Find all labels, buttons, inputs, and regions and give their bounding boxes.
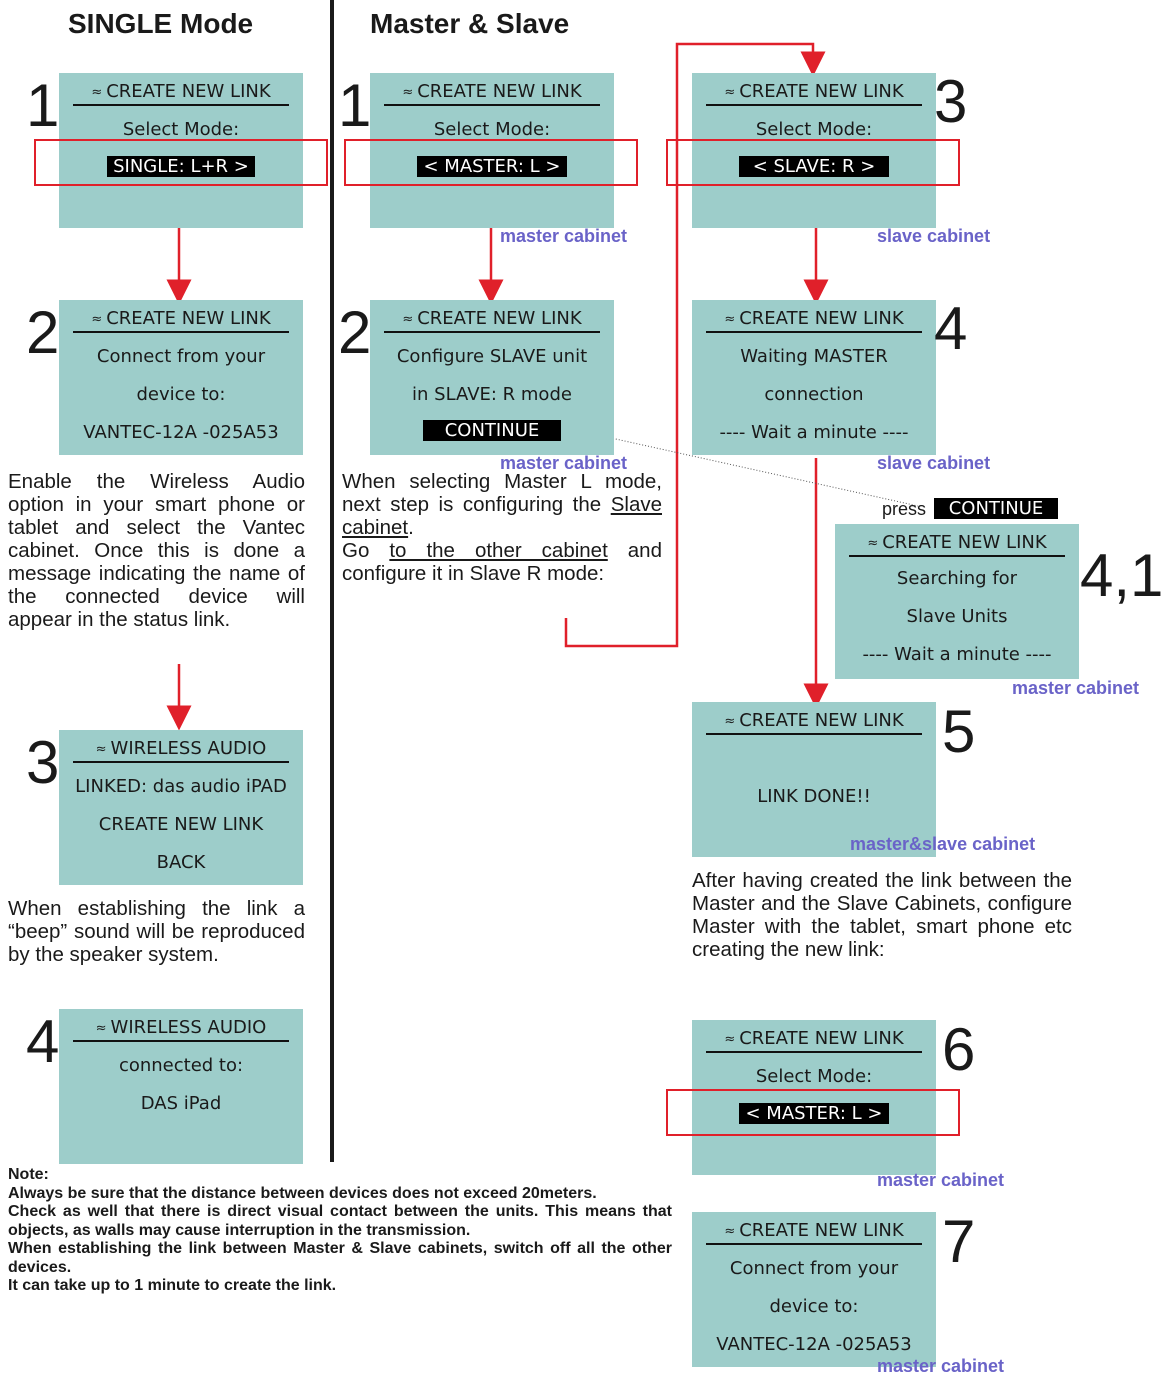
mode-selector[interactable]: SINGLE: L+R > (107, 156, 255, 177)
highlight-box (666, 1089, 960, 1136)
beep-note: When establishing the link a “beep” soun… (8, 897, 305, 966)
wifi-icon: ≈ (91, 85, 103, 100)
screen-slave-4: ≈CREATE NEW LINK Waiting MASTER connecti… (692, 300, 936, 455)
cabinet-label: master cabinet (877, 1356, 1005, 1376)
column-divider (330, 0, 334, 1162)
single-instructions: Enable the Wireless Audio option in your… (8, 470, 305, 631)
step-number: 2 (338, 299, 372, 366)
cabinet-label: master&slave cabinet (850, 834, 1036, 854)
mode-selector[interactable]: < MASTER: L > (739, 1103, 889, 1124)
wifi-icon: ≈ (724, 1224, 736, 1239)
screen-step-6: ≈CREATE NEW LINK Select Mode: < MASTER: … (692, 1020, 936, 1175)
wifi-icon: ≈ (724, 714, 736, 729)
mode-selector[interactable]: < MASTER: L > (417, 156, 567, 177)
step-number: 4 (934, 295, 968, 362)
step-number: 5 (942, 698, 976, 765)
screen-single-2: ≈CREATE NEW LINK Connect from your devic… (59, 300, 303, 455)
wifi-icon: ≈ (724, 312, 736, 327)
note-title: Note: (8, 1166, 49, 1183)
wifi-icon: ≈ (402, 85, 414, 100)
single-mode-heading: SINGLE Mode (68, 8, 254, 39)
cabinet-label: slave cabinet (877, 453, 991, 473)
screen-slave-3: ≈CREATE NEW LINK Select Mode: < SLAVE: R… (692, 73, 936, 228)
step-number: 7 (942, 1208, 976, 1275)
step-number: 3 (26, 729, 60, 796)
note-line: Check as well that there is direct visua… (8, 1203, 672, 1239)
back-option[interactable]: BACK (156, 852, 206, 873)
highlight-box (666, 139, 960, 186)
step-number: 3 (934, 68, 968, 135)
wifi-icon: ≈ (95, 1021, 107, 1036)
cabinet-label: master cabinet (1012, 678, 1140, 698)
master-instructions: When selecting Master L mode, next step … (342, 470, 662, 585)
screen-link-done: ≈CREATE NEW LINK LINK DONE!! (692, 702, 936, 857)
cabinet-label: slave cabinet (877, 226, 991, 246)
master-slave-heading: Master & Slave (370, 8, 570, 39)
mode-selector[interactable]: < SLAVE: R > (738, 156, 890, 177)
wifi-icon: ≈ (724, 1032, 736, 1047)
screen-master-2: ≈CREATE NEW LINK Configure SLAVE unit in… (370, 300, 614, 455)
continue-button[interactable]: CONTINUE (422, 420, 562, 441)
continue-reference: CONTINUE (934, 498, 1058, 519)
create-new-link-option[interactable]: CREATE NEW LINK (98, 814, 264, 835)
highlight-box (344, 139, 638, 186)
press-label: press (882, 499, 927, 519)
step-number: 1 (338, 72, 372, 139)
cabinet-label: master cabinet (500, 453, 628, 473)
screen-single-4: ≈WIRELESS AUDIO connected to: DAS iPad (59, 1009, 303, 1164)
wifi-icon: ≈ (91, 312, 103, 327)
wifi-icon: ≈ (867, 536, 879, 551)
note-section: Note: Always be sure that the distance b… (8, 1166, 672, 1296)
after-link-instructions: After having created the link between th… (692, 869, 1072, 961)
screen-master-1: ≈CREATE NEW LINK Select Mode: < MASTER: … (370, 73, 614, 228)
note-line: Always be sure that the distance between… (8, 1184, 597, 1202)
wifi-icon: ≈ (95, 742, 107, 757)
screen-master-41: ≈CREATE NEW LINK Searching for Slave Uni… (835, 524, 1079, 679)
note-line: When establishing the link between Maste… (8, 1240, 672, 1276)
step-number: 6 (942, 1016, 976, 1083)
screen-single-3: ≈WIRELESS AUDIO LINKED: das audio iPAD C… (59, 730, 303, 885)
screen-single-1: ≈CREATE NEW LINK Select Mode: SINGLE: L+… (59, 73, 303, 228)
step-number: 4 (26, 1008, 60, 1075)
cabinet-label: master cabinet (500, 226, 628, 246)
note-line: It can take up to 1 minute to create the… (8, 1277, 337, 1294)
step-number: 4,1 (1080, 542, 1164, 609)
step-number: 1 (26, 72, 60, 139)
step-number: 2 (26, 299, 60, 366)
highlight-box (34, 139, 328, 186)
screen-step-7: ≈CREATE NEW LINK Connect from your devic… (692, 1212, 936, 1367)
wifi-icon: ≈ (402, 312, 414, 327)
wifi-icon: ≈ (724, 85, 736, 100)
cabinet-label: master cabinet (877, 1170, 1005, 1190)
